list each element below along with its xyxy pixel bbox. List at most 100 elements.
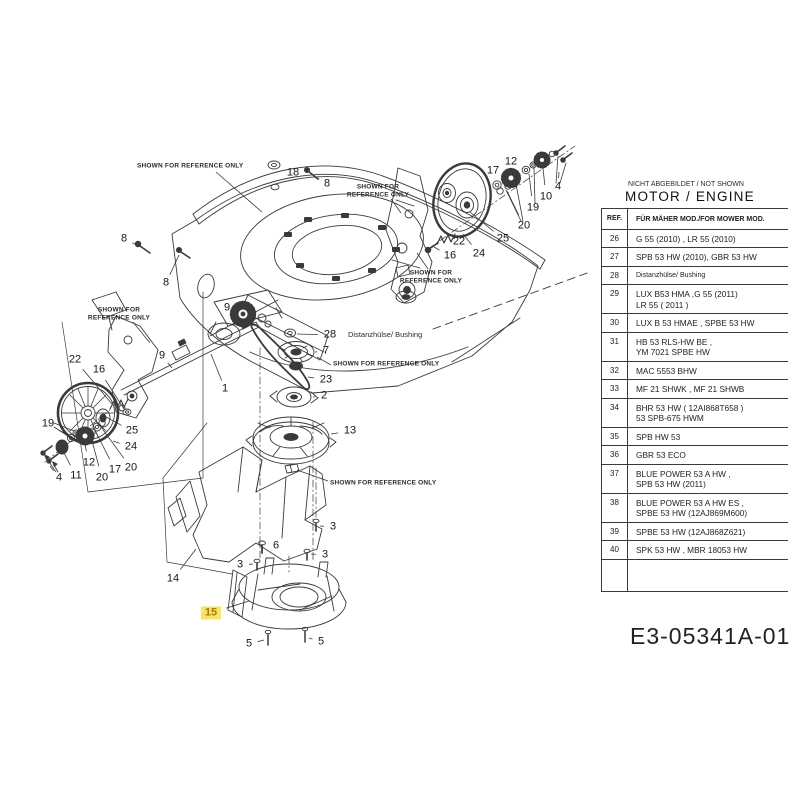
- callout-5: 5: [317, 635, 325, 648]
- callout-14: 14: [166, 572, 180, 585]
- reference-only-label-5: SHOWN FOR REFERENCE ONLY: [333, 360, 440, 368]
- table-cell-model: MAC 5553 BHW: [636, 365, 697, 376]
- table-row-29: 29 LUX B53 HMA ,G 55 (2011)LR 55 ( 2011 ): [602, 285, 788, 314]
- reference-only-label-6: SHOWN FOR REFERENCE ONLY: [330, 479, 437, 487]
- table-row-28: 28 Distanzhülse/ Bushing: [602, 266, 788, 285]
- table-cell-model: BHR 53 HW ( 12AI868T658 )53 SPB-675 HWM: [636, 402, 744, 424]
- table-row-38: 38 BLUE POWER 53 A HW ES ,SPBE 53 HW (12A…: [602, 493, 788, 523]
- callout-9: 9: [158, 349, 166, 362]
- table-cell-ref: 30: [602, 314, 628, 332]
- table-row-33: 33 MF 21 SHWK , MF 21 SHWB: [602, 380, 788, 399]
- callout-8: 8: [162, 276, 170, 289]
- table-cell-ref: 36: [602, 446, 628, 464]
- callout-20: 20: [124, 461, 138, 474]
- callout-11: 11: [70, 469, 82, 482]
- callout-5: 5: [245, 637, 253, 650]
- callout-3: 3: [329, 520, 337, 533]
- table-cell-model: G 55 (2010) , LR 55 (2010): [636, 233, 736, 244]
- bushing-note: Distanzhülse/ Bushing: [348, 330, 423, 339]
- callout-25: 25: [496, 232, 510, 245]
- table-cell-ref: [602, 559, 628, 591]
- parts-table: REF. FÜR MÄHER MOD./FOR MOWER MOD. 26 G 5…: [601, 208, 788, 592]
- table-cell-model: SPB 53 HW (2010), GBR 53 HW: [636, 252, 757, 262]
- callout-24: 24: [472, 247, 486, 260]
- callout-8: 8: [120, 232, 128, 245]
- table-cell-model: GBR 53 ECO: [636, 450, 686, 460]
- callout-3: 3: [321, 548, 329, 561]
- callout-6: 6: [272, 539, 280, 552]
- table-cell-ref: 27: [602, 248, 628, 266]
- table-cell-ref: 34: [602, 398, 628, 427]
- reference-only-label-1: SHOWN FOR REFERENCE ONLY: [137, 162, 244, 170]
- table-row-26: 26 G 55 (2010) , LR 55 (2010): [602, 229, 788, 248]
- callout-23: 23: [319, 373, 333, 386]
- callout-22: 22: [452, 235, 466, 248]
- table-cell-ref: 37: [602, 464, 628, 493]
- table-row-36: 36 GBR 53 ECO: [602, 446, 788, 465]
- callout-20: 20: [517, 219, 531, 232]
- table-row-34: 34 BHR 53 HW ( 12AI868T658 )53 SPB-675 HW…: [602, 398, 788, 428]
- table-cell-model: LUX B53 HMA ,G 55 (2011)LR 55 ( 2011 ): [636, 289, 738, 310]
- table-cell-model: SPB HW 53: [636, 431, 681, 442]
- callout-12: 12: [82, 456, 96, 469]
- drawing-number: E3-05341A-01: [630, 623, 791, 649]
- callout-2: 2: [320, 389, 328, 402]
- callout-4: 4: [554, 180, 562, 193]
- callout-28: 28: [323, 328, 337, 341]
- callout-9: 9: [223, 301, 231, 314]
- table-cell-model: BLUE POWER 53 A HW ,SPB 53 HW (2011): [636, 468, 731, 490]
- callout-22: 22: [68, 353, 82, 366]
- callout-12: 12: [504, 155, 518, 168]
- table-row-35: 35 SPB HW 53: [602, 427, 788, 446]
- callout-17: 17: [486, 164, 500, 177]
- callout-20: 20: [95, 471, 109, 484]
- callout-3: 3: [236, 558, 244, 571]
- callout-24: 24: [124, 440, 138, 453]
- table-row-30: 30 LUX B 53 HMAE , SPBE 53 HW: [602, 314, 788, 333]
- parts-table-panel: NICHT ABGEBILDET / NOT SHOWN MOTOR / ENG…: [601, 181, 793, 592]
- table-cell-ref: 32: [602, 361, 628, 379]
- callout-19: 19: [526, 201, 540, 214]
- callout-18: 18: [286, 166, 300, 179]
- table-cell-ref: 28: [602, 266, 628, 284]
- table-cell-ref: 31: [602, 332, 628, 361]
- table-header-row: REF. FÜR MÄHER MOD./FOR MOWER MOD.: [602, 209, 788, 230]
- table-row-27: 27 SPB 53 HW (2010), GBR 53 HW: [602, 248, 788, 267]
- table-cell-ref: 33: [602, 380, 628, 398]
- callout-10: 10: [539, 190, 553, 203]
- table-row-31: 31 HB 53 RLS-HW BE ,YM 7021 SPBE HW: [602, 332, 788, 362]
- table-title: MOTOR / ENGINE: [625, 189, 755, 204]
- table-cell-ref: 26: [602, 229, 628, 247]
- callout-4: 4: [55, 471, 63, 484]
- table-cell-model: HB 53 RLS-HW BE ,YM 7021 SPBE HW: [636, 336, 713, 358]
- table-row-37: 37 BLUE POWER 53 A HW ,SPB 53 HW (2011): [602, 464, 788, 494]
- callout-1: 1: [221, 382, 229, 395]
- table-cell-model: BLUE POWER 53 A HW ES ,SPBE 53 HW (12AJ8…: [636, 497, 748, 519]
- table-row-empty: [602, 559, 788, 592]
- table-cell-ref: 38: [602, 493, 628, 522]
- callout-25: 25: [125, 424, 139, 437]
- callout-15: 15: [200, 606, 222, 620]
- table-cell-model: Distanzhülse/ Bushing: [636, 271, 706, 279]
- table-cell-model: SPK 53 HW , MBR 18053 HW: [636, 545, 748, 555]
- table-row-32: 32 MAC 5553 BHW: [602, 361, 788, 380]
- callout-16: 16: [92, 363, 106, 376]
- callout-19: 19: [41, 417, 55, 430]
- table-cell-ref: 35: [602, 427, 628, 445]
- table-cell-model: [628, 560, 788, 591]
- callout-16: 16: [443, 249, 457, 262]
- table-header-model: FÜR MÄHER MOD./FOR MOWER MOD.: [636, 216, 765, 223]
- callout-8: 8: [323, 177, 331, 190]
- table-cell-model: LUX B 53 HMAE , SPBE 53 HW: [636, 318, 755, 328]
- table-cell-ref: 29: [602, 285, 628, 313]
- not-shown-note: NICHT ABGEBILDET / NOT SHOWN: [628, 181, 744, 188]
- table-cell-model: MF 21 SHWK , MF 21 SHWB: [636, 384, 745, 394]
- table-body: 26 G 55 (2010) , LR 55 (2010) 27 SPB 53 HW …: [602, 229, 788, 592]
- callout-17: 17: [108, 463, 122, 476]
